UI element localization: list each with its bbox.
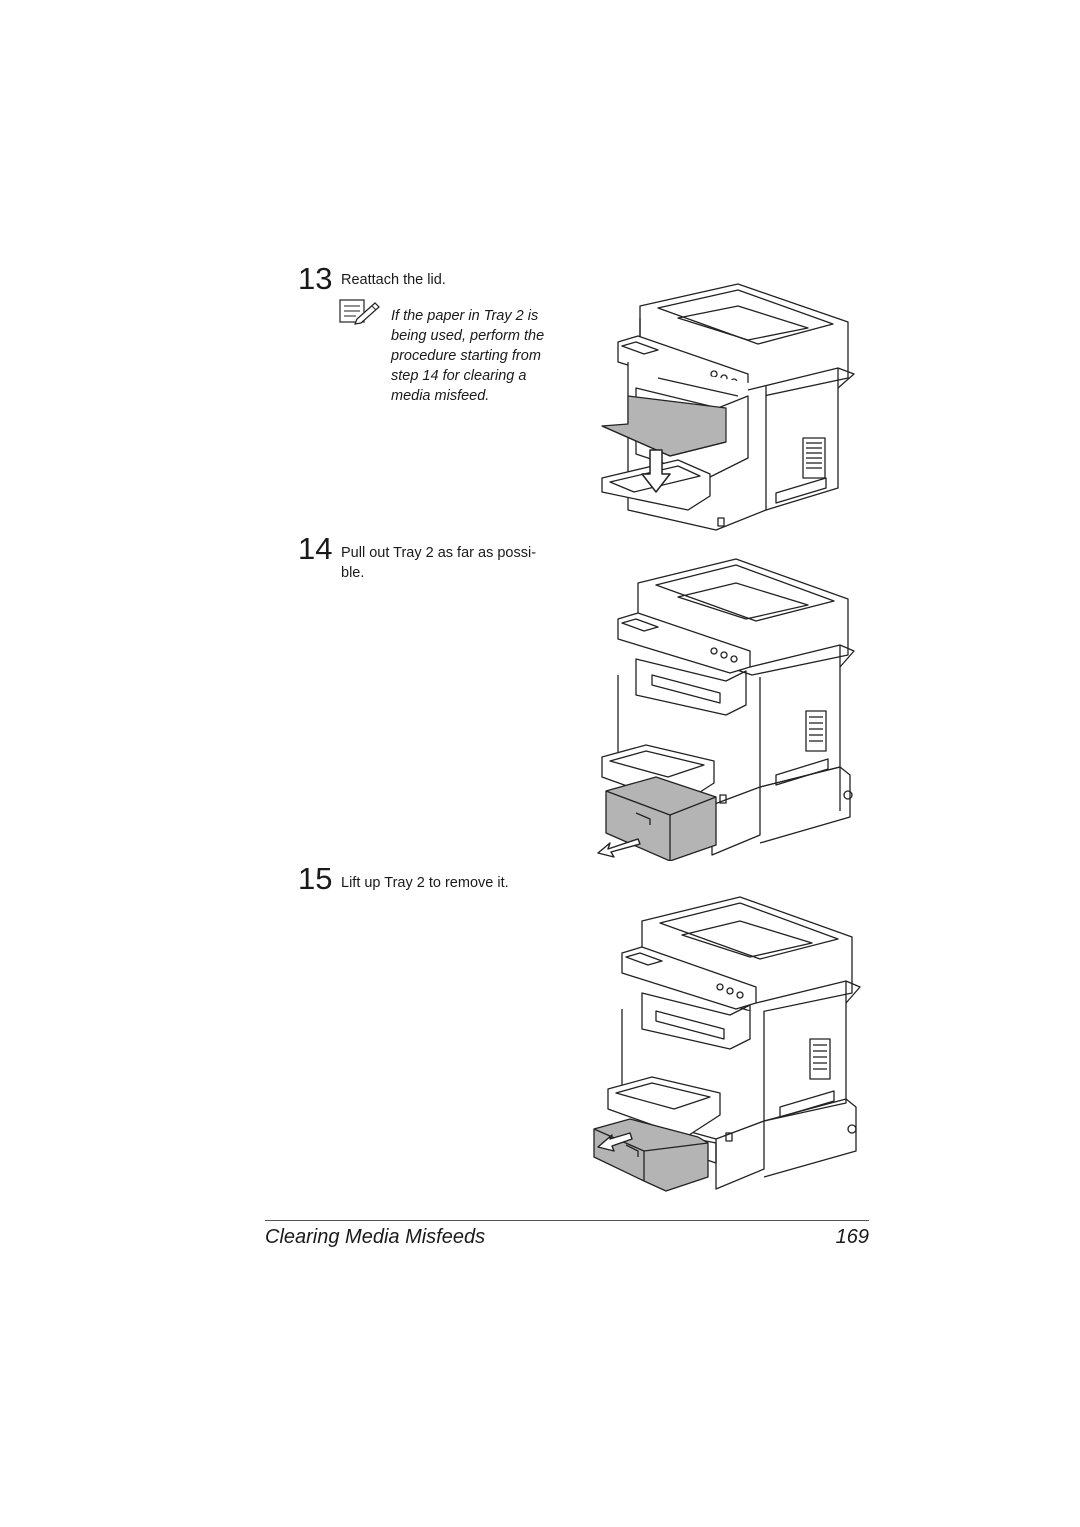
footer-page-number: 169	[835, 1226, 869, 1248]
illustration-remove-tray	[590, 893, 862, 1193]
illustration-reattach-lid	[598, 278, 860, 536]
step-14-text-line2: ble.	[341, 565, 365, 581]
note-line-4: step 14 for clearing a	[391, 368, 527, 384]
note-line-1: If the paper in Tray 2 is	[391, 308, 539, 324]
note-pencil-icon	[339, 299, 381, 325]
note-line-2: being used, perform the	[391, 328, 545, 344]
step-15-number: 15	[298, 861, 333, 896]
illustration-pull-out-tray	[596, 555, 858, 861]
step-13-number: 13	[298, 261, 333, 296]
step-15-text: Lift up Tray 2 to remove it.	[341, 875, 509, 891]
step-13-text: Reattach the lid.	[341, 272, 446, 288]
step-14-number: 14	[298, 531, 333, 566]
footer-rule	[265, 1220, 869, 1221]
note-line-5: media misfeed.	[391, 388, 490, 404]
note-line-3: procedure starting from	[391, 348, 541, 364]
step-14-text-line1: Pull out Tray 2 as far as possi-	[341, 545, 537, 561]
pull-arrow-icon	[597, 838, 641, 858]
footer-section-title: Clearing Media Misfeeds	[265, 1226, 486, 1248]
